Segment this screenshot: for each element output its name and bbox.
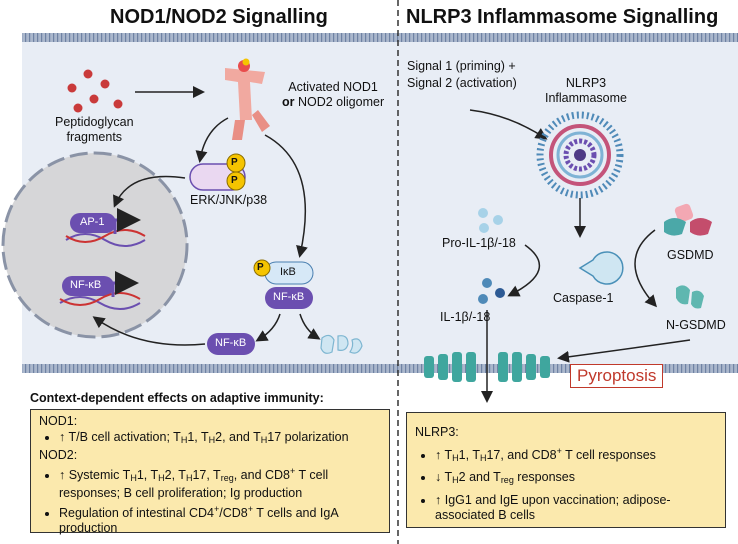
nlrp3-item: ↓ TH2 and Treg responses: [435, 470, 717, 489]
phospho-label: P: [257, 262, 264, 273]
phospho-icon: [253, 259, 271, 277]
nfkb-free-label: NF-κB: [215, 337, 247, 349]
ap1-label: AP-1: [80, 216, 105, 228]
arrow-signals: [469, 109, 548, 140]
kinases-label: ERK/JNK/p38: [190, 193, 268, 207]
caspase-icon: [578, 251, 624, 285]
nlrp3-label: NLRP3:: [415, 425, 459, 439]
context-header: Context-dependent effects on adaptive im…: [30, 391, 324, 405]
nod1-item: ↑ T/B cell activation; TH1, TH2, and TH1…: [59, 430, 381, 449]
inflammasome-icon: [536, 111, 624, 199]
arrow-to-pore: [557, 339, 691, 363]
il-icon: [478, 278, 505, 304]
il-label: IL-1β/-18: [440, 310, 491, 324]
ikb-label: IκB: [280, 266, 296, 278]
dna-icon: [59, 296, 141, 310]
right-title: NLRP3 Inflammasome Signalling: [406, 6, 719, 28]
nod2-item: Regulation of intestinal CD4+/CD8+ T cel…: [59, 502, 381, 537]
nod-oligomer-icon: [225, 58, 270, 140]
pro-il-label: Pro-IL-1β/-18: [442, 236, 516, 250]
arrow-to-ikb: [264, 134, 308, 258]
arrow-to-kinases: [195, 117, 229, 163]
nod2-item: ↑ Systemic TH1, TH2, TH17, Treg, and CD8…: [59, 464, 381, 502]
left-title: NOD1/NOD2 Signalling: [110, 6, 328, 28]
ap1-icon: [70, 213, 116, 233]
nod1-label: NOD1:: [39, 414, 78, 428]
phospho-icon: [226, 171, 246, 191]
nfkb-nucleus-icon: [62, 276, 114, 296]
arrow-to-il: [507, 244, 541, 297]
ngsdmd-label: N-GSDMD: [666, 318, 726, 332]
caspase-label: Caspase-1: [553, 291, 614, 305]
inflammasome-label: NLRP3 Inflammasome: [545, 76, 627, 105]
phospho-label: P: [231, 157, 238, 168]
arrow-release-nfkb: [255, 313, 281, 342]
peptidoglycan-label: Peptidoglycan fragments: [55, 115, 134, 144]
degraded-ikb-icon: [320, 334, 363, 354]
peptidoglycan-icon: [67, 69, 123, 113]
gsdmd-icon: [664, 203, 712, 236]
activated-nod-label: Activated NOD1 or NOD2 oligomer: [282, 80, 385, 109]
nfkb-complex-label: NF-κB: [273, 291, 305, 303]
gsdmd-pore-icon: [424, 352, 550, 382]
gsdmd-label: GSDMD: [667, 248, 714, 262]
phospho-label: P: [231, 175, 238, 186]
nfkb-free-icon: [207, 333, 255, 355]
nfkb-complex-icon: [265, 287, 313, 309]
bottom-membrane: [22, 364, 738, 373]
arrow-to-ngsdmd: [634, 229, 657, 308]
nlrp3-item: ↑ IgG1 and IgE upon vaccination; adipose…: [435, 493, 717, 524]
dna-icon: [65, 233, 146, 247]
transcription-arrow-icon: [113, 208, 141, 234]
signals-label: Signal 1 (priming) + Signal 2 (activatio…: [407, 59, 517, 90]
arrow-to-ap1: [113, 175, 186, 208]
arrow-degrade-ikb: [299, 313, 321, 340]
top-membrane: [22, 33, 738, 42]
nod2-label: NOD2:: [39, 448, 78, 462]
pyroptosis-label: Pyroptosis: [570, 364, 664, 388]
nod-effects-box: NOD1: ↑ T/B cell activation; TH1, TH2, a…: [30, 409, 390, 535]
nlrp3-effects-box: NLRP3: ↑ TH1, TH17, and CD8+ T cell resp…: [406, 412, 726, 528]
nlrp3-item: ↑ TH1, TH17, and CD8+ T cell responses: [435, 444, 717, 467]
ngsdmd-icon: [676, 285, 704, 309]
pro-il-icon: [478, 208, 503, 233]
nucleus: [1, 151, 189, 339]
nfkb-nucleus-label: NF-κB: [70, 279, 102, 291]
transcription-arrow-icon: [111, 271, 139, 297]
arrow-to-nucleus: [92, 316, 206, 346]
